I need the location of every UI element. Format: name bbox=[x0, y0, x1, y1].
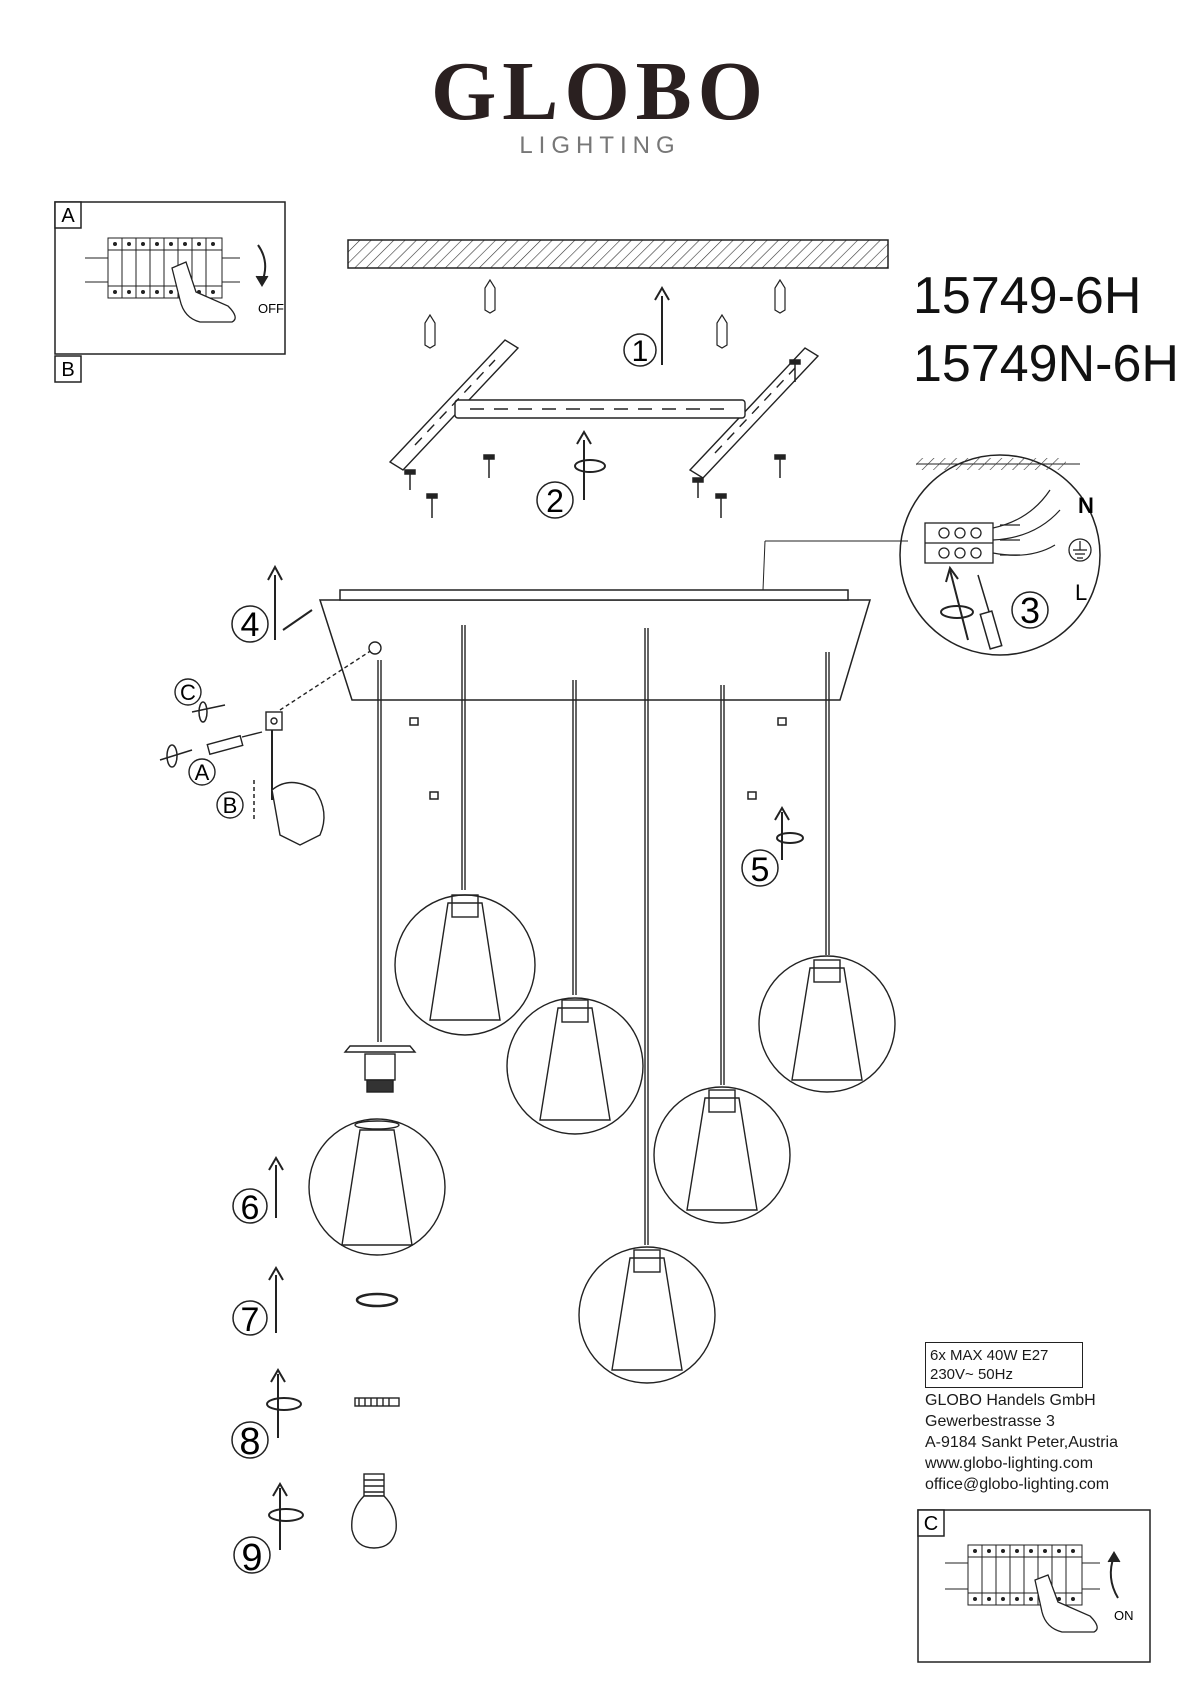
step-7-label: 7 bbox=[241, 1301, 260, 1339]
model-number-2: 15749N-6H bbox=[913, 335, 1179, 393]
spec-voltage: 230V~ 50Hz bbox=[930, 1366, 1013, 1383]
inset-label-c: C bbox=[924, 1513, 938, 1535]
step-3-rotate-arrow-icon bbox=[940, 565, 974, 641]
substep-c-label: C bbox=[180, 680, 196, 705]
shade-ring-icon bbox=[354, 1397, 400, 1407]
breaker-off-inset: A B bbox=[54, 201, 286, 383]
hex-key-icon bbox=[206, 731, 263, 756]
wiring-detail: N L 3 bbox=[762, 454, 1101, 656]
wire-neutral-label: N bbox=[1078, 493, 1094, 518]
washer-ring-icon bbox=[355, 1292, 399, 1308]
bulb-icon bbox=[351, 1473, 397, 1549]
wire-live-label: L bbox=[1075, 580, 1087, 605]
glass-globe bbox=[506, 997, 644, 1135]
step-3-label: 3 bbox=[1020, 590, 1040, 631]
brand-logo: GLOBO LIGHTING bbox=[0, 50, 1200, 160]
step-7-arrow-icon bbox=[268, 1266, 284, 1333]
breaker-block-icon bbox=[107, 237, 223, 299]
spec-box: 6x MAX 40W E27 230V~ 50Hz bbox=[925, 1342, 1083, 1388]
glass-globe bbox=[578, 1246, 716, 1384]
rotate-arrow-icon bbox=[159, 701, 255, 820]
company-name: GLOBO Handels GmbH bbox=[925, 1392, 1096, 1409]
pendants bbox=[377, 625, 830, 1245]
switch-up-arrow-icon bbox=[1109, 1555, 1119, 1599]
hand-icon bbox=[171, 261, 236, 323]
company-email[interactable]: office@globo-lighting.com bbox=[925, 1476, 1110, 1493]
glass-globe-separate bbox=[308, 1118, 446, 1256]
step-6-arrow-icon bbox=[268, 1156, 284, 1218]
ceiling bbox=[347, 239, 889, 269]
step-9-rotate-arrow-icon bbox=[268, 1482, 304, 1550]
screw-icon bbox=[404, 359, 801, 518]
company-street: Gewerbestrasse 3 bbox=[925, 1413, 1055, 1430]
substep-a-label: A bbox=[195, 760, 210, 785]
breaker-block-icon bbox=[967, 1544, 1083, 1606]
cable-adjust-detail bbox=[265, 641, 382, 846]
step-6-label: 6 bbox=[241, 1189, 260, 1227]
step-2-rotate-arrow-icon bbox=[574, 430, 606, 500]
hand-icon bbox=[1034, 1574, 1098, 1633]
ground-icon bbox=[1068, 538, 1092, 562]
terminal-block-icon bbox=[924, 522, 994, 564]
glass-globe bbox=[394, 894, 536, 1036]
canopy bbox=[318, 589, 872, 800]
inset-label-a: A bbox=[61, 205, 75, 227]
glass-globe bbox=[653, 1086, 791, 1224]
company-city: A-9184 Sankt Peter,Austria bbox=[925, 1434, 1118, 1451]
company-web[interactable]: www.globo-lighting.com bbox=[925, 1455, 1094, 1472]
glass-globe bbox=[758, 955, 896, 1093]
brand-subtitle: LIGHTING bbox=[519, 132, 681, 159]
step-4-arrow-icon bbox=[267, 564, 313, 640]
step-2-label: 2 bbox=[546, 483, 564, 519]
step-1-arrow-icon bbox=[654, 286, 670, 365]
inset-label-b: B bbox=[61, 359, 74, 381]
lamp-holder-icon bbox=[343, 1045, 417, 1093]
wall-plug-icon bbox=[424, 278, 786, 349]
screwdriver-icon bbox=[977, 574, 1003, 650]
switch-off-label: OFF bbox=[258, 301, 284, 316]
substep-b-label: B bbox=[223, 793, 238, 818]
company-address: GLOBO Handels GmbH Gewerbestrasse 3 A-91… bbox=[925, 1390, 1118, 1495]
step-8-label: 8 bbox=[239, 1421, 260, 1463]
step-9-label: 9 bbox=[241, 1537, 262, 1579]
spec-power: 6x MAX 40W E27 bbox=[930, 1347, 1049, 1364]
switch-on-label: ON bbox=[1114, 1608, 1134, 1623]
model-number-1: 15749-6H bbox=[913, 267, 1142, 325]
hand-icon bbox=[271, 781, 325, 846]
mounting-bracket bbox=[388, 339, 820, 479]
step-8-rotate-arrow-icon bbox=[266, 1368, 302, 1438]
step-4-label: 4 bbox=[241, 606, 260, 644]
breaker-on-inset: C bbox=[917, 1509, 1151, 1663]
step-5-label: 5 bbox=[751, 851, 770, 889]
step-1-label: 1 bbox=[632, 335, 649, 368]
step-5-rotate-arrow-icon bbox=[774, 806, 804, 860]
brand-name: GLOBO bbox=[430, 45, 770, 138]
